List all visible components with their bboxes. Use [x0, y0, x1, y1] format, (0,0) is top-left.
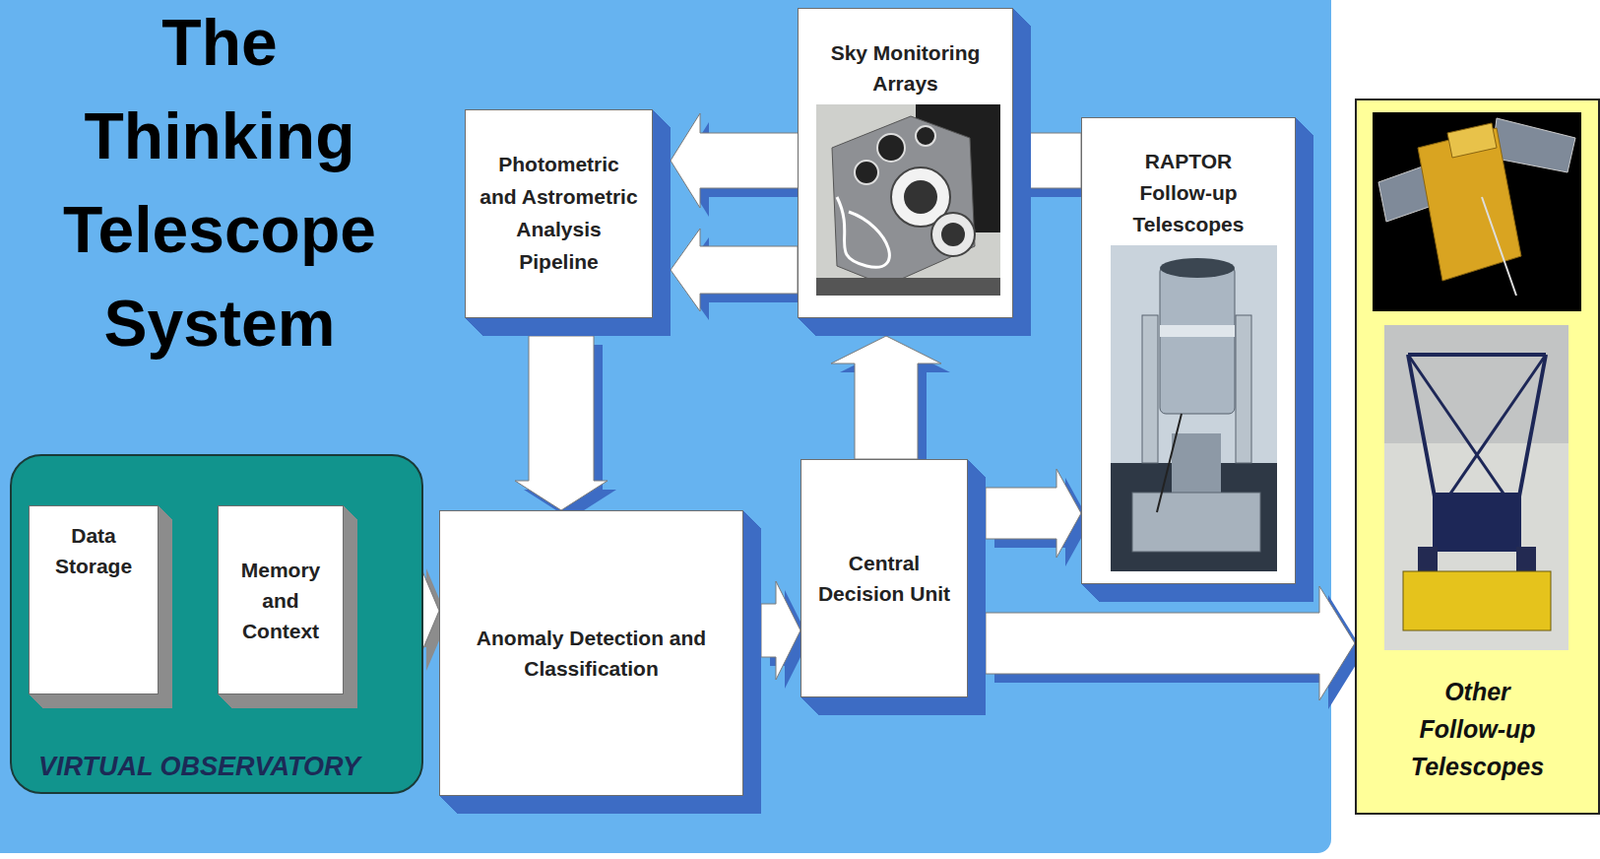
process-box: Photometric and Astrometric Analysis Pip…: [464, 109, 653, 319]
photo-shadow: [915, 104, 1001, 233]
box-label: Central Decision Unit: [805, 547, 963, 609]
process-box: Memory and Context: [217, 505, 344, 695]
truss: [1408, 352, 1546, 357]
block-arrow: [831, 335, 951, 468]
camera-lens: [915, 126, 936, 146]
camera-lens: [854, 160, 879, 185]
box-label: RAPTOR Follow-up Telescopes: [1114, 145, 1263, 241]
box-label: Sky Monitoring Arrays: [817, 37, 995, 99]
arrow-face: [985, 468, 1082, 558]
decision-box: Central Decision Unit: [800, 458, 968, 698]
truss: [1408, 354, 1438, 512]
camera-lens: [931, 212, 975, 256]
tube-aperture: [1159, 257, 1235, 278]
block-arrow: [670, 228, 807, 320]
instrument-box: Sky Monitoring Arrays: [797, 7, 1014, 319]
mount-base: [1403, 571, 1551, 631]
large-telescope-photo: [1384, 324, 1569, 650]
box-label: Data Storage: [44, 519, 143, 581]
group-region: VIRTUAL OBSERVATORY Data StorageMemory an…: [9, 453, 424, 794]
truss: [1408, 354, 1517, 512]
antenna: [1481, 196, 1517, 296]
arrow-face: [514, 335, 608, 511]
tube-band: [1159, 324, 1235, 337]
arrow-face: [831, 335, 942, 459]
box-label: Other Follow-up Telescopes: [1404, 672, 1552, 785]
process-box: Data Storage: [28, 505, 159, 695]
solar-panel: [1491, 118, 1576, 173]
photo-ground: [1372, 112, 1582, 312]
diagram-title: The Thinking Telescope System: [27, 0, 412, 371]
block-arrow: [985, 585, 1364, 709]
telescope-tube: [1159, 265, 1235, 414]
photo-ground: [816, 104, 1001, 296]
box-label: Photometric and Astrometric Analysis Pip…: [478, 147, 640, 278]
satellite-top: [1447, 123, 1497, 158]
box-label: VIRTUAL OBSERVATORY: [38, 749, 361, 783]
block-arrow: [985, 468, 1090, 567]
mount-leg: [1417, 546, 1438, 576]
camera-lens: [891, 167, 951, 227]
mount-base: [816, 277, 1001, 296]
dome-wall: [1384, 324, 1569, 444]
photo-ground: [1384, 324, 1569, 650]
arrow-face: [985, 585, 1355, 701]
instrument-box: RAPTOR Follow-up Telescopes: [1081, 117, 1296, 584]
fork-arm: [1142, 315, 1158, 463]
block-arrow: [514, 335, 617, 519]
satellite-body: [1417, 128, 1522, 281]
mount-leg: [1516, 546, 1536, 576]
camera-lens: [903, 180, 938, 214]
pier: [1171, 433, 1221, 493]
box-label: Anomaly Detection and Classification: [453, 622, 730, 684]
truss: [1437, 354, 1546, 512]
camera-lens: [941, 222, 965, 247]
raptor-telescope-photo: [1110, 245, 1278, 572]
arrow-face: [670, 228, 798, 312]
cable: [1156, 413, 1182, 512]
mount-base: [1132, 492, 1261, 552]
external-panel: Other Follow-up Telescopes: [1354, 98, 1600, 815]
photo-ground: [1110, 245, 1278, 572]
solar-panel: [1378, 157, 1458, 222]
process-box: Anomaly Detection and Classification: [439, 510, 744, 796]
box-label: Memory and Context: [229, 554, 332, 646]
fork-arm: [1235, 315, 1252, 463]
dome-floor: [1110, 462, 1278, 572]
arrow-face: [761, 580, 801, 680]
satellite-photo: [1372, 112, 1582, 312]
truss: [1516, 354, 1546, 512]
camera-plate: [832, 116, 975, 286]
camera-lens: [877, 133, 905, 162]
sky-array-photo: [816, 104, 1001, 296]
mirror-cell: [1432, 492, 1522, 552]
title-block: The Thinking Telescope System: [27, 0, 412, 371]
cable: [836, 196, 890, 267]
